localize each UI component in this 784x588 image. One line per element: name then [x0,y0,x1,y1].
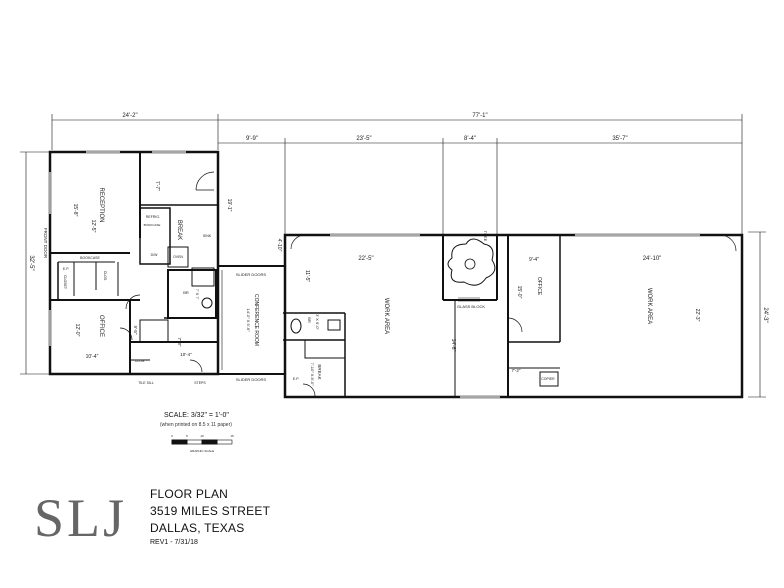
sink-label: SINK [203,234,212,238]
br1-label: BR [183,290,189,295]
hall-dims: 9'-5" [133,326,138,335]
scale-tick-0: 0 [171,434,173,438]
dim-office-right-width: 9'-4" [529,257,539,263]
dim-seg-b: 23'-5" [356,136,371,142]
break2-dims: 7'-10" X 8'-0" [310,362,315,386]
dim-conf-height: 11'-5" [304,270,310,283]
break1-dims: 7'-7" [154,181,160,191]
scale-tick-15: 15 [230,434,234,438]
title-block: FLOOR PLAN 3519 MILES STREET DALLAS, TEX… [150,486,270,549]
glass-block-label: GLASS BLOCK [457,304,485,309]
oven-label: OVEN [173,255,183,259]
room-break-2: BREAK [317,364,322,379]
revision-note: REV1 - 7/31/18 [150,539,198,546]
room-reception: RECEPTION [98,187,104,222]
closet-label: CLOSET [63,275,67,290]
clos-label-2: CLOS. [135,359,146,363]
front-door-label: FRONT DOOR [43,228,48,259]
reception-dims2: 12'-5" [90,220,96,233]
tree-label: TREE [483,231,488,242]
slider-doors-top: SLIDER DOORS [236,272,267,277]
office-left-width: 10'-4" [86,354,99,360]
room-conference: CONFERENCE ROOM [253,294,259,346]
office-right-dims: 15'-0" [516,286,522,299]
dw-label: D/W [151,253,159,257]
dim-work-a-height: 14'-8" [450,339,456,352]
dim-seg-a: 9'-9" [246,136,258,142]
dim-seg-c: 8'-4" [464,136,476,142]
dim-seg-d: 35'-7" [612,136,627,142]
dim-reception-height: 19'-1" [226,199,232,212]
room-break-1: BREAK [176,220,182,240]
br1-dims: 7' X 7' [195,289,200,300]
conference-dims: 14'-0" X 9'-6" [246,308,251,332]
slider-doors-bottom: SLIDER DOORS [236,377,267,382]
dim-total-width: 77'-1" [472,113,487,119]
office-left-dims: 12'-0" [74,324,80,337]
tile-sill-label: TILE SILL [138,381,154,385]
dim-left-height: 32'-5" [28,255,34,270]
scale-label: SCALE: 3/32" = 1'-0" [164,412,229,419]
slj-logo: SLJ [34,488,128,548]
dim-work-b-width: 24'-10" [643,256,662,262]
hall-dims-3: 10'-4" [180,352,192,357]
room-office-right: OFFICE [536,277,542,296]
room-office-left: OFFICE [98,315,104,337]
room-work-area-a: WORK AREA [383,298,389,334]
reception-dims: 15'-8" [72,204,78,217]
graphic-scale-label: GRAPHIC SCALE [190,449,214,453]
tree-symbol [447,238,496,286]
scale-tick-5: 5 [186,434,188,438]
copier-dims: 7'-2" [512,368,521,373]
dim-work-a-width: 22'-5" [358,256,373,262]
title-line-2: 3519 MILES STREET [150,504,271,518]
steps-label: STEPS [194,381,206,385]
dim-small-jog: 4'-10" [276,239,282,252]
hall-dims-2: 7'-8" [177,338,182,347]
title-line-1: FLOOR PLAN [150,487,229,501]
clos-label-1: CLOS. [103,271,107,282]
ep-label-2: E.P. [293,377,299,381]
ep-label-1: E.P. [63,267,69,271]
dim-left-width: 24'-2" [122,113,137,119]
scale-note: (when printed on 8.5 x 11 paper) [160,422,232,428]
room-work-area-b: WORK AREA [646,288,652,324]
br2-label: BR [307,317,312,323]
dim-work-b-height: 22'-3" [694,309,700,322]
bookcase-top: BOOKCASE [144,223,161,227]
dim-right-height: 24'-3" [762,307,768,322]
bookcase-left: BOOKCASE [80,256,100,260]
copier-label: COPIER [541,377,555,381]
br2-dims: 3' X 6'-0" [315,314,320,330]
scale-tick-10: 10 [200,434,204,438]
refrig-label: REFRIG. [146,215,160,219]
title-line-3: DALLAS, TEXAS [150,521,245,535]
